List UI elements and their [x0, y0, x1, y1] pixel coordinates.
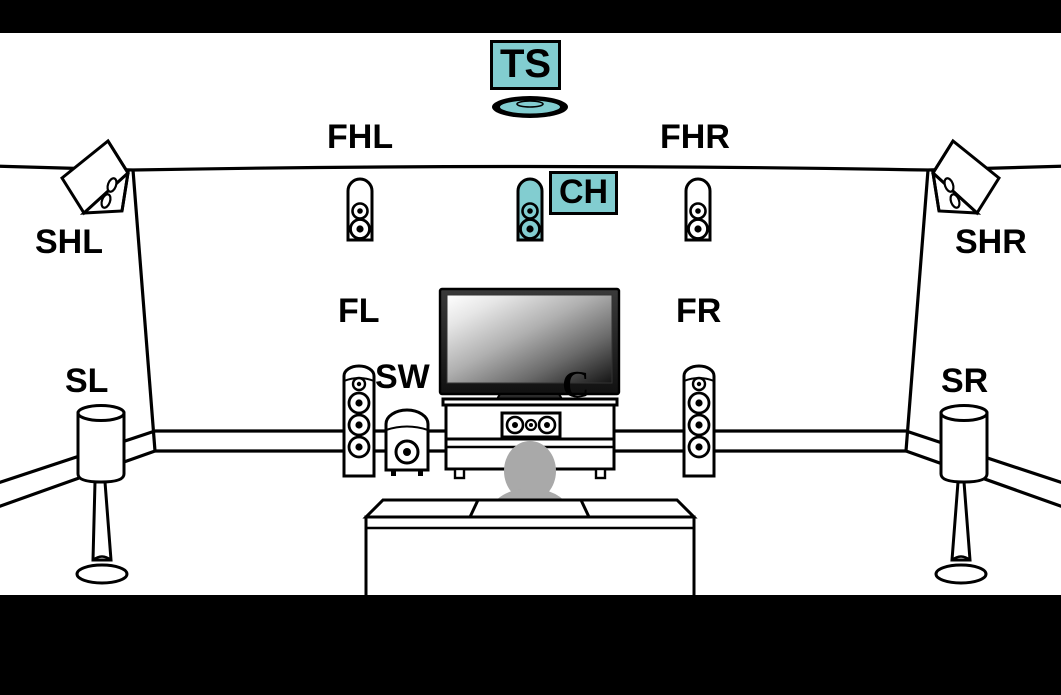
speaker-subwoofer [384, 408, 430, 476]
speaker-ts-ceiling [492, 96, 568, 118]
speaker-fhl [346, 177, 374, 242]
label-fl: FL [338, 292, 380, 330]
label-sl: SL [65, 362, 109, 400]
speaker-sr [934, 404, 989, 585]
label-c: C [562, 364, 590, 406]
label-fr: FR [676, 292, 722, 330]
label-fhr: FHR [660, 118, 730, 156]
label-shl: SHL [35, 223, 103, 261]
label-fhl: FHL [327, 118, 394, 156]
label-ts: TS [490, 40, 562, 90]
label-sr: SR [941, 362, 989, 400]
television [438, 287, 621, 412]
speaker-fhr [684, 177, 712, 242]
speaker-fl [342, 364, 376, 478]
sofa [362, 498, 698, 595]
speaker-sl [75, 404, 129, 585]
room-scene: TS FHL FHR CH SHL SHR SL SR FL FR SW C [0, 33, 1061, 595]
label-ch: CH [549, 171, 619, 215]
label-sw: SW [375, 358, 430, 396]
speaker-fr [682, 364, 716, 478]
letterbox-bottom [0, 595, 1061, 695]
room-illustration [0, 96, 1061, 595]
speaker-center-channel [500, 411, 562, 439]
speaker-shl [60, 138, 131, 216]
letterbox-top [0, 0, 1061, 33]
label-shr: SHR [955, 223, 1027, 261]
speaker-shr [930, 138, 1001, 216]
speaker-ch [516, 177, 544, 242]
